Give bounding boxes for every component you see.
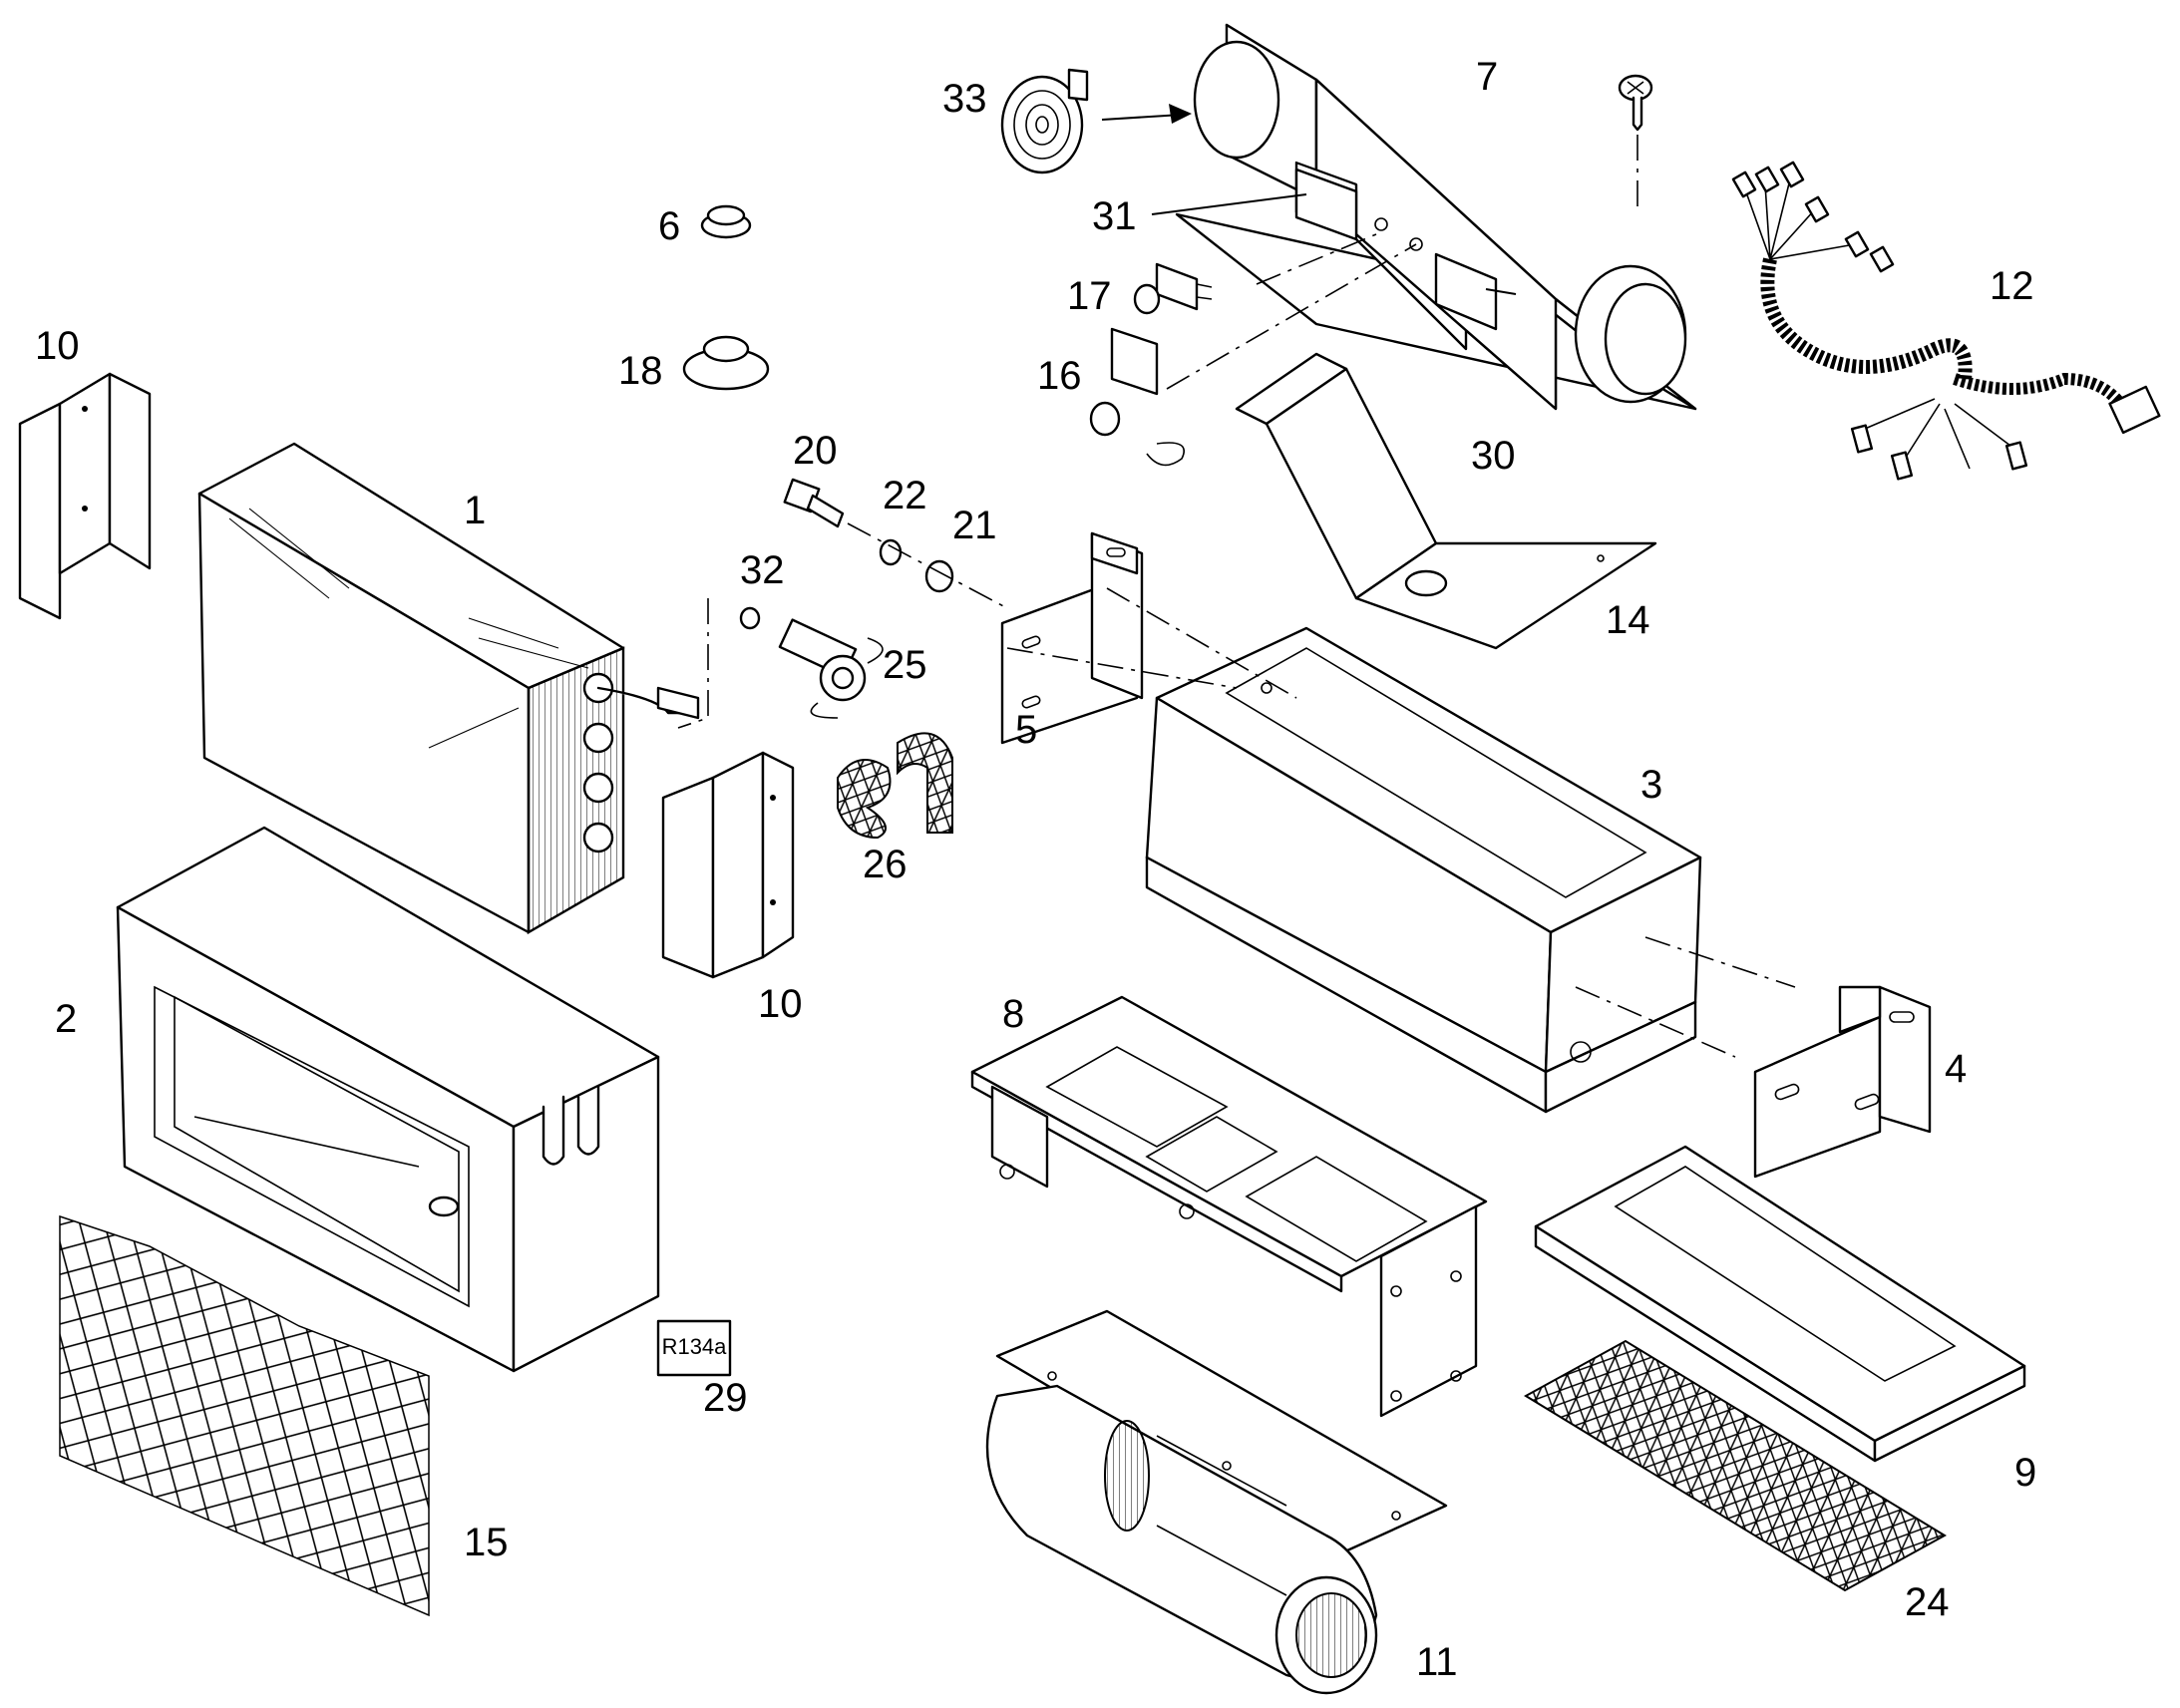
insulation-wrap-part bbox=[837, 732, 953, 840]
drip-tray-part bbox=[1534, 1145, 2026, 1463]
heater-box-part bbox=[1175, 23, 1697, 411]
bracket-left-part bbox=[18, 372, 152, 620]
callout-30: 30 bbox=[1471, 434, 1516, 478]
assembly-arrow bbox=[1101, 104, 1192, 124]
callout-leaders bbox=[1151, 193, 1517, 295]
switch-large-part bbox=[1089, 327, 1185, 467]
callout-18: 18 bbox=[618, 349, 663, 393]
callout-25: 25 bbox=[883, 643, 927, 687]
callout-24: 24 bbox=[1905, 1580, 1950, 1624]
callout-21: 21 bbox=[952, 504, 997, 547]
air-filter-part bbox=[1524, 1339, 1947, 1592]
callout-17: 17 bbox=[1067, 274, 1112, 318]
callout-32: 32 bbox=[740, 548, 785, 592]
callout-33: 33 bbox=[942, 77, 987, 121]
expansion-valve-part bbox=[778, 618, 884, 719]
switch-small-part bbox=[1133, 262, 1213, 315]
callout-labels: 1 2 3 4 5 6 7 8 9 10 10 11 12 14 15 16 1… bbox=[35, 55, 2036, 1684]
refrigerant-tag-part: R134a bbox=[656, 1319, 732, 1377]
callout-2: 2 bbox=[55, 997, 77, 1041]
callout-1: 1 bbox=[464, 489, 486, 532]
callout-22: 22 bbox=[883, 474, 927, 517]
mesh-screen-part bbox=[59, 1214, 430, 1617]
callout-3: 3 bbox=[1640, 763, 1662, 807]
spring-clip-part bbox=[1000, 68, 1089, 174]
main-housing-part bbox=[1145, 626, 1702, 1114]
wiring-harness-part bbox=[1731, 161, 2161, 481]
grommet-large-part bbox=[682, 335, 770, 391]
assembly-lines bbox=[677, 233, 1796, 1058]
callout-14: 14 bbox=[1606, 598, 1650, 642]
callout-20: 20 bbox=[793, 429, 838, 473]
callout-31: 31 bbox=[1092, 194, 1137, 238]
callout-5: 5 bbox=[1015, 708, 1037, 752]
callout-10-left: 10 bbox=[35, 324, 80, 368]
callout-11: 11 bbox=[1416, 1640, 1458, 1684]
callout-29: 29 bbox=[703, 1376, 748, 1420]
grommet-small-part bbox=[700, 204, 752, 239]
washer-small-part bbox=[879, 538, 903, 566]
evaporator-coil-part bbox=[197, 442, 700, 935]
blower-assembly-part bbox=[985, 1309, 1448, 1695]
callout-4: 4 bbox=[1945, 1047, 1967, 1091]
screw-part bbox=[1618, 74, 1653, 214]
o-ring-part bbox=[739, 606, 761, 630]
callout-9: 9 bbox=[2014, 1451, 2036, 1495]
drain-pan-housing-part bbox=[116, 826, 660, 1373]
callout-7: 7 bbox=[1476, 55, 1498, 99]
callout-10-right: 10 bbox=[758, 982, 803, 1026]
callout-26: 26 bbox=[863, 843, 908, 886]
callout-6: 6 bbox=[658, 204, 680, 248]
mounting-bracket-upper-part bbox=[1000, 531, 1144, 745]
bolt-part bbox=[783, 478, 845, 528]
callout-15: 15 bbox=[464, 1521, 509, 1564]
mounting-bracket-lower-part bbox=[1753, 985, 1932, 1179]
callout-8: 8 bbox=[1002, 992, 1024, 1036]
mounting-strap-part bbox=[1235, 352, 1657, 650]
callout-16: 16 bbox=[1037, 354, 1082, 398]
callout-12: 12 bbox=[1990, 264, 2034, 308]
refrigerant-tag-text: R134a bbox=[662, 1334, 728, 1359]
blower-mount-plate-part bbox=[970, 995, 1488, 1418]
bracket-right-part bbox=[661, 751, 795, 979]
